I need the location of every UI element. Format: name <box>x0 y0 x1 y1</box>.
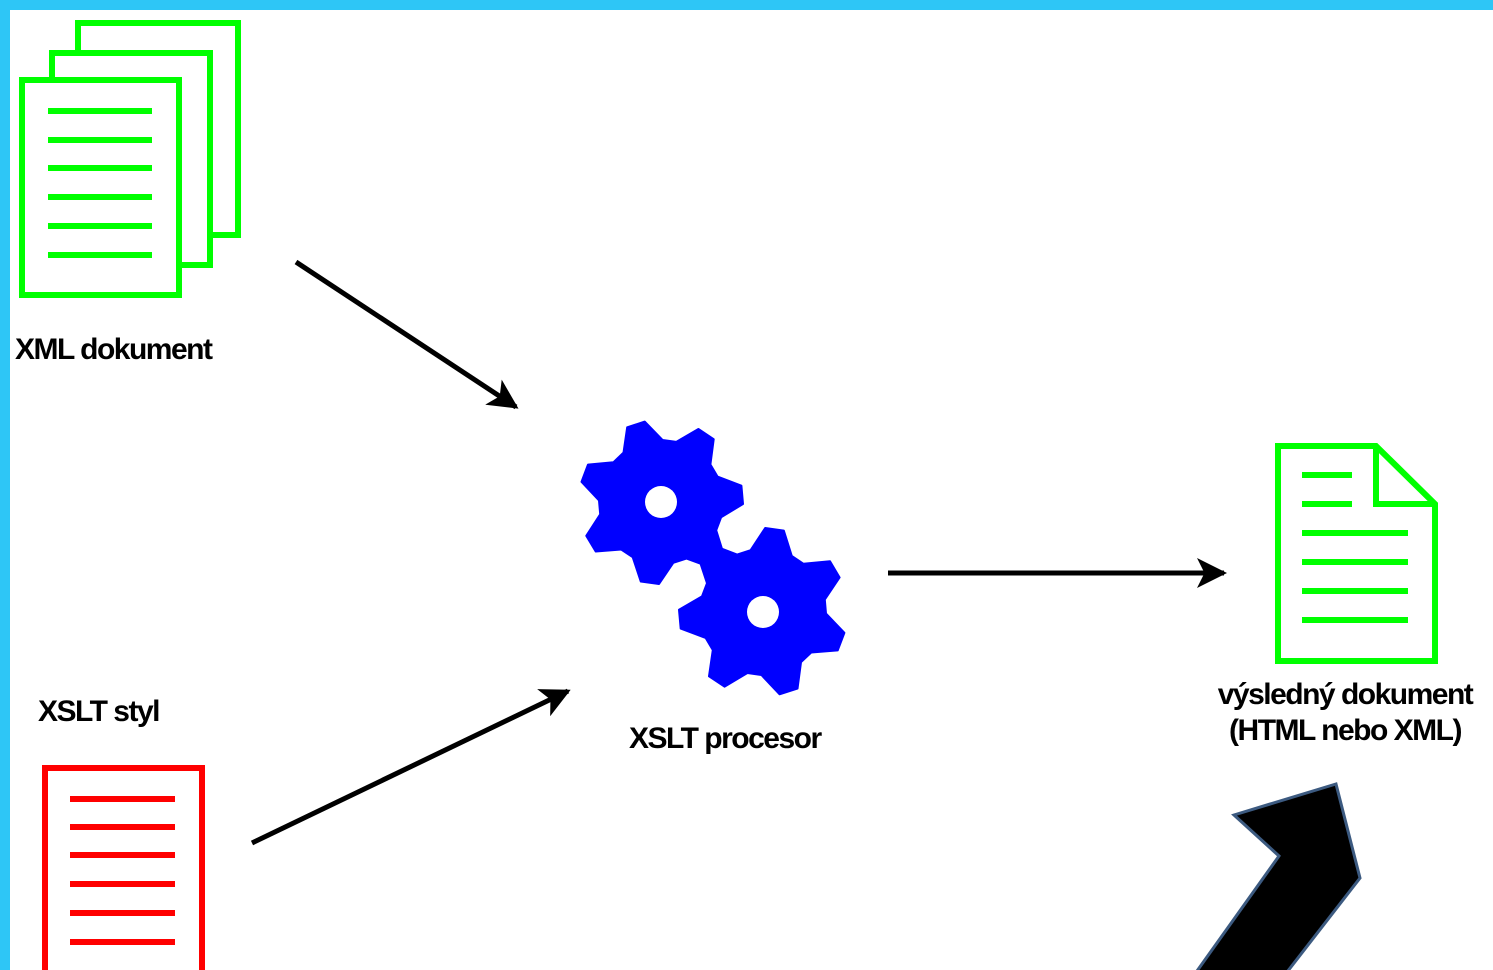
document-folded-corner-icon <box>1275 443 1438 664</box>
xslt-processor-label: XSLT procesor <box>629 722 822 755</box>
large-arrow-pointer-icon <box>1195 782 1362 970</box>
xml-document-label: XML dokument <box>15 333 213 366</box>
gear-icon <box>678 527 846 696</box>
stacked-documents-icon <box>19 20 241 298</box>
edge-xml-to-processor <box>294 259 519 410</box>
gear-icon <box>580 420 744 585</box>
edge-style-to-processor <box>250 688 571 846</box>
diagram-canvas <box>19 20 1438 970</box>
result-document-label: výsledný dokument (HTML nebo XML) <box>1190 677 1493 749</box>
result-document-label-line1: výsledný dokument <box>1217 678 1474 711</box>
xslt-style-label: XSLT styl <box>38 695 160 728</box>
document-icon <box>42 765 205 970</box>
gears-icon <box>580 420 846 696</box>
result-document-label-line2: (HTML nebo XML) <box>1229 714 1462 747</box>
